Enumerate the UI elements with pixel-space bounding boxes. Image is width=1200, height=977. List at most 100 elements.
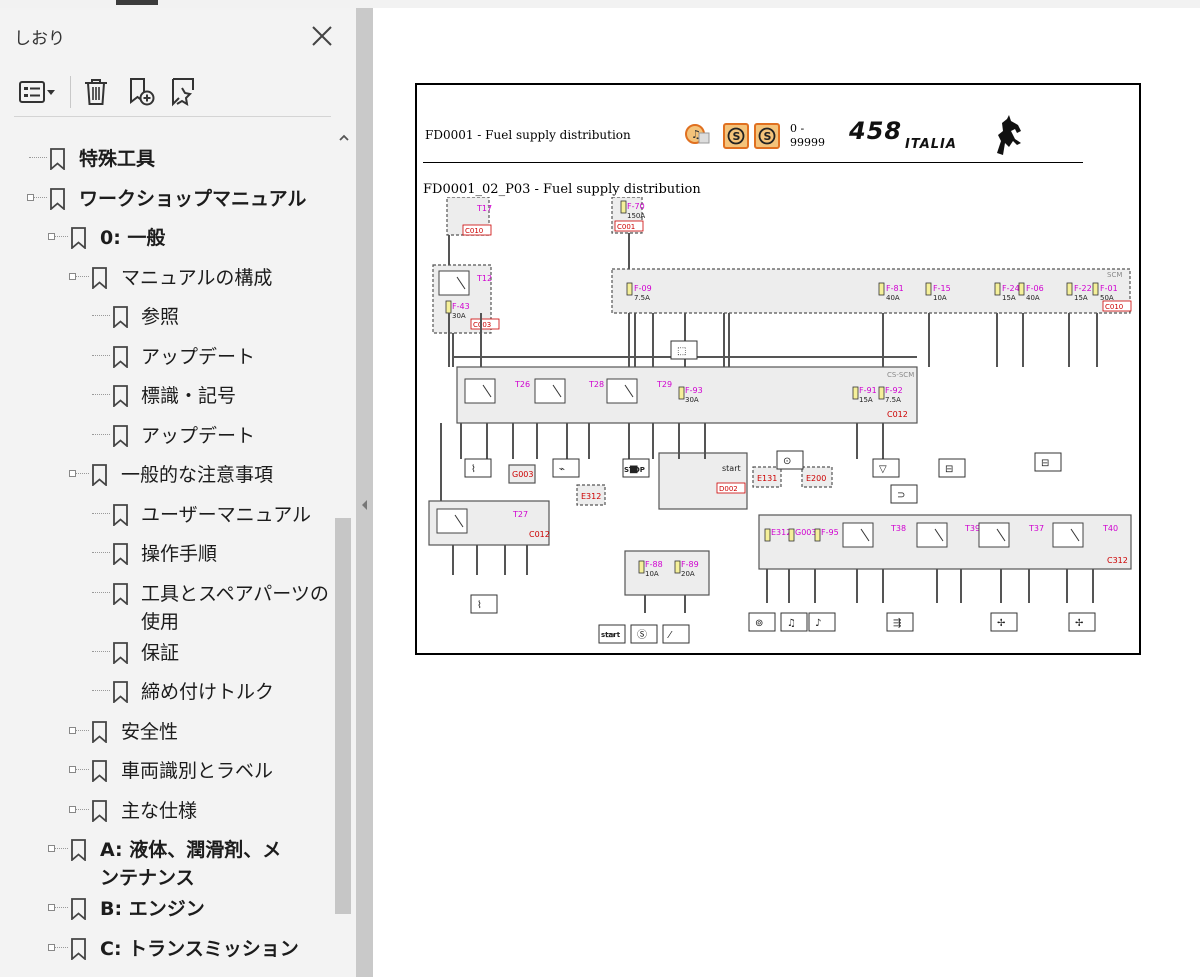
logo-model-name: ITALIA bbox=[905, 137, 957, 152]
module-label: 20A bbox=[681, 570, 695, 578]
collapse-arrow-icon[interactable] bbox=[360, 496, 369, 515]
bookmark-item[interactable]: 車両識別とラベル bbox=[0, 752, 330, 788]
bookmark-item[interactable]: 特殊工具 bbox=[0, 140, 330, 176]
module-label: F-70 bbox=[627, 202, 645, 211]
panel-resize-divider[interactable] bbox=[356, 8, 373, 977]
document-page: FD0001 - Fuel supply distribution ♫ S S … bbox=[415, 83, 1141, 655]
bookmark-label: B: エンジン bbox=[100, 898, 205, 920]
bookmark-item[interactable]: アップデート bbox=[0, 417, 330, 453]
expand-toggle-icon[interactable] bbox=[48, 943, 55, 951]
load-symbol: ♪ bbox=[815, 618, 821, 629]
load-icon bbox=[630, 624, 658, 644]
window-top-strip bbox=[0, 0, 1200, 8]
module-label: CS-SCM bbox=[887, 371, 914, 379]
bookmark-icon bbox=[112, 681, 129, 704]
load-symbol: ✢ bbox=[997, 618, 1005, 629]
bookmark-label: 締め付けトルク bbox=[141, 681, 275, 703]
document-view[interactable]: FD0001 - Fuel supply distribution ♫ S S … bbox=[373, 8, 1200, 977]
bookmark-item[interactable]: 締め付けトルク bbox=[0, 673, 330, 709]
bookmark-item[interactable]: 安全性 bbox=[0, 713, 330, 749]
bookmark-icon bbox=[49, 187, 66, 211]
bookmark-item[interactable]: 工具とスペアパーツの使用 bbox=[0, 575, 330, 633]
bookmark-item[interactable]: C: トランスミッション bbox=[0, 930, 330, 966]
bookmark-icon bbox=[91, 266, 108, 290]
fuse-icon bbox=[1092, 282, 1099, 296]
tree-connector bbox=[55, 236, 68, 237]
switch-label: start bbox=[722, 464, 741, 473]
bookmark-label: 車両識別とラベル bbox=[121, 760, 274, 782]
bookmark-item[interactable]: ワークショップマニュアル bbox=[0, 180, 330, 216]
connector-e131 bbox=[752, 466, 782, 488]
module-label: 7.5A bbox=[634, 294, 650, 302]
bookmark-item[interactable]: 一般的な注意事項 bbox=[0, 456, 330, 492]
load-symbol: ⇶ bbox=[893, 617, 901, 629]
load-icon bbox=[464, 458, 492, 478]
bookmark-icon bbox=[112, 306, 129, 329]
relay-icon bbox=[606, 378, 638, 404]
expand-toggle-icon[interactable] bbox=[69, 470, 76, 477]
scroll-thumb[interactable] bbox=[335, 518, 351, 914]
bookmark-icon bbox=[70, 937, 87, 961]
module-label: C312 bbox=[1107, 556, 1128, 565]
start-label: start bbox=[601, 631, 621, 639]
load-symbol: ■ bbox=[629, 464, 638, 475]
expand-toggle-icon[interactable] bbox=[69, 272, 76, 280]
fuse-icon bbox=[674, 560, 681, 574]
close-icon[interactable] bbox=[308, 22, 336, 50]
module-label: 15A bbox=[859, 396, 873, 404]
fuse-icon bbox=[814, 528, 821, 542]
fuse-icon bbox=[788, 528, 795, 542]
module-label: T29 bbox=[656, 380, 672, 389]
tree-connector bbox=[92, 591, 110, 593]
expand-toggle-icon[interactable] bbox=[69, 726, 76, 734]
bookmark-item[interactable]: 主な仕様 bbox=[0, 792, 330, 828]
load-symbol: ⌁ bbox=[559, 464, 565, 475]
relay-icon bbox=[842, 522, 874, 548]
bookmark-item[interactable]: マニュアルの構成 bbox=[0, 259, 330, 295]
bookmark-item[interactable]: 標識・記号 bbox=[0, 377, 330, 413]
bookmark-search-icon[interactable] bbox=[163, 74, 203, 110]
relay-icon bbox=[978, 522, 1010, 548]
module-label: F-43 bbox=[452, 302, 470, 311]
module-label: F-01 bbox=[1100, 284, 1118, 293]
expand-toggle-icon[interactable] bbox=[69, 766, 76, 773]
load-icon bbox=[780, 612, 808, 632]
bookmark-item[interactable]: アップデート bbox=[0, 338, 330, 374]
bookmark-item[interactable]: A: 液体、潤滑剤、メンテナンス bbox=[0, 831, 330, 889]
connector-e200 bbox=[801, 466, 833, 488]
bookmark-icon bbox=[112, 345, 129, 369]
fuse-icon bbox=[620, 200, 627, 214]
options-menu-icon[interactable] bbox=[14, 74, 62, 110]
bookmark-item[interactable]: 0: 一般 bbox=[0, 219, 330, 255]
bookmark-label: 一般的な注意事項 bbox=[121, 464, 274, 486]
bookmark-item[interactable]: 保証 bbox=[0, 634, 330, 670]
relay-switch bbox=[996, 528, 1006, 542]
load-icon bbox=[872, 458, 900, 478]
load-icon bbox=[470, 594, 498, 614]
bookmark-icon bbox=[112, 543, 129, 566]
expand-toggle-icon[interactable] bbox=[27, 193, 34, 201]
connector-box bbox=[1102, 300, 1132, 312]
bookmark-item[interactable]: ユーザーマニュアル bbox=[0, 496, 330, 532]
bookmark-label: 参照 bbox=[141, 306, 180, 328]
module-label: SCM bbox=[1107, 271, 1122, 279]
tree-connector bbox=[29, 157, 47, 158]
bookmark-item[interactable]: B: エンジン bbox=[0, 890, 330, 926]
panel-scrollbar[interactable] bbox=[331, 116, 356, 977]
expand-toggle-icon[interactable] bbox=[69, 805, 76, 813]
scroll-up-chevron-icon[interactable] bbox=[337, 130, 351, 144]
new-bookmark-icon[interactable] bbox=[120, 74, 160, 110]
bookmark-item[interactable]: 参照 bbox=[0, 298, 330, 334]
tree-connector bbox=[92, 552, 110, 553]
bookmark-label: 特殊工具 bbox=[79, 148, 156, 170]
connector-label: C010 bbox=[465, 227, 483, 235]
delete-icon[interactable] bbox=[76, 74, 116, 110]
relay-switch bbox=[482, 384, 492, 398]
expand-toggle-icon[interactable] bbox=[48, 904, 55, 911]
expand-toggle-icon[interactable] bbox=[48, 233, 55, 240]
tree-connector bbox=[92, 650, 110, 652]
bookmark-item[interactable]: 操作手順 bbox=[0, 535, 330, 571]
expand-toggle-icon[interactable] bbox=[48, 845, 55, 852]
relay-switch bbox=[860, 528, 870, 542]
ignition-switch-box bbox=[658, 452, 748, 510]
